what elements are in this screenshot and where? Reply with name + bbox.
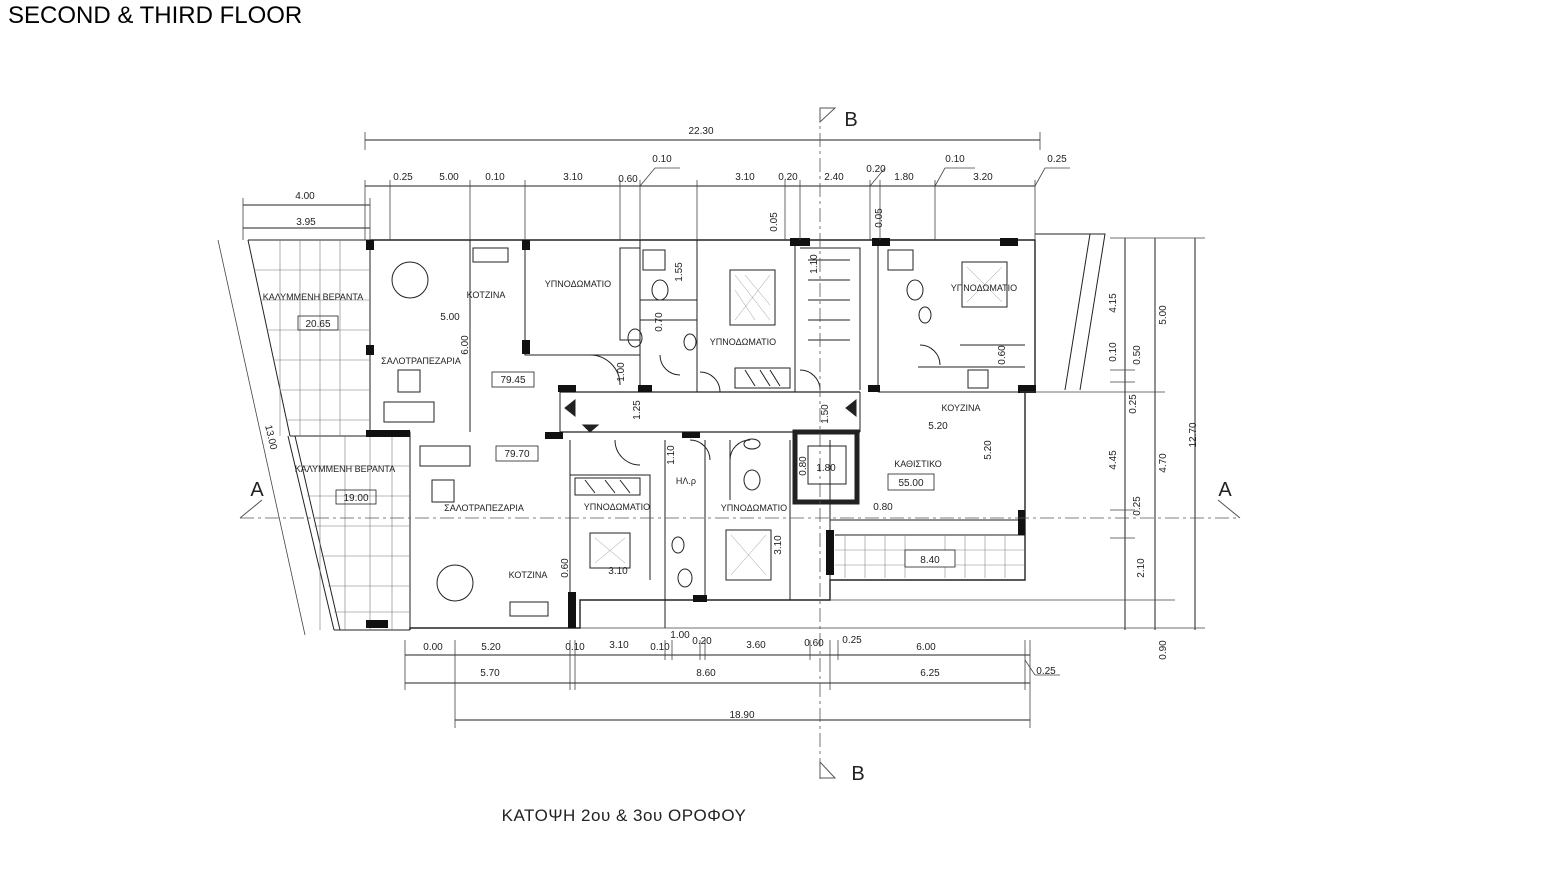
dim-label: 0.60 <box>618 174 638 185</box>
room-label: ΥΠΝΟΔΩΜΑΤΙΟ <box>545 279 611 289</box>
dim-label: 13.00 <box>262 424 278 451</box>
dim-label: 0.80 <box>798 456 809 476</box>
section-marker-a-right: A <box>1218 479 1232 501</box>
dim-label: 4.45 <box>1108 450 1119 470</box>
dim-label: 0.60 <box>560 558 571 578</box>
area-label: 55.00 <box>898 478 923 489</box>
dim-label: 5.00 <box>439 172 459 183</box>
dim-label: 0.05 <box>874 208 885 228</box>
dim-label: 1.10 <box>666 445 677 465</box>
dim-total-bottom: 18.90 <box>729 710 754 721</box>
dim-label: 5.00 <box>1158 305 1169 325</box>
section-marker-b-bottom: B <box>851 763 864 785</box>
room-label: ΚΟΥΖΙΝΑ <box>942 403 981 413</box>
dim-label: 0.25 <box>1128 394 1139 414</box>
dim-label: 0.10 <box>945 154 965 165</box>
dim-label: 0.25 <box>842 635 862 646</box>
dim-label: 5.70 <box>480 668 500 679</box>
dim-label: 6.00 <box>916 642 936 653</box>
dim-label: 0.10 <box>485 172 505 183</box>
dim-label: 0.25 <box>1132 496 1143 516</box>
dim-label: 3.10 <box>608 566 628 577</box>
dim-label: 0.20 <box>778 172 798 183</box>
dim-label: 1.55 <box>674 262 685 282</box>
room-label: ΚΟΤΖΙΝΑ <box>467 290 506 300</box>
dim-label: 5.20 <box>928 421 948 432</box>
dim-label: 0.00 <box>423 642 443 653</box>
dim-label: 0.60 <box>804 638 824 649</box>
dim-label: 3.10 <box>773 535 784 555</box>
dim-label: 0.10 <box>650 642 670 653</box>
dim-label: 3.10 <box>609 640 629 651</box>
area-label: 19.00 <box>343 493 368 504</box>
dim-label: 3.10 <box>563 172 583 183</box>
dimension-labels: 22.30 0.25 5.00 0.10 3.10 0.60 3.10 0.20… <box>262 126 1199 721</box>
dim-label: 2.40 <box>824 172 844 183</box>
dim-label: 0.70 <box>654 312 665 332</box>
dim-label: 5.20 <box>481 642 501 653</box>
room-label: ΥΠΝΟΔΩΜΑΤΙΟ <box>710 337 776 347</box>
lift-label: 1.80 <box>816 463 836 474</box>
room-label: ΗΛ.ρ <box>676 476 696 486</box>
dim-label: 1.00 <box>616 362 627 382</box>
dim-label: 8.60 <box>696 668 716 679</box>
room-labels: ΚΑΛΥΜΜΕΝΗ ΒΕΡΑΝΤΑ 20.65 ΚΑΛΥΜΜΕΝΗ ΒΕΡΑΝΤ… <box>263 279 1017 580</box>
room-label: ΚΟΤΖΙΝΑ <box>509 570 548 580</box>
dim-label: 1.10 <box>809 254 820 274</box>
room-label: ΥΠΝΟΔΩΜΑΤΙΟ <box>721 503 787 513</box>
dim-label: 3.20 <box>973 172 993 183</box>
dim-label: 1.80 <box>894 172 914 183</box>
dim-label: 0.90 <box>1158 640 1169 660</box>
plan-caption: ΚΑΤΟΨΗ 2ου & 3ου ΟΡΟΦΟΥ <box>502 806 747 825</box>
room-label: ΚΑΛΥΜΜΕΝΗ ΒΕΡΑΝΤΑ <box>295 464 396 474</box>
dim-label: 0.05 <box>769 212 780 232</box>
dim-label: 0.50 <box>1132 345 1143 365</box>
dim-label: 0.60 <box>997 345 1008 365</box>
room-label: ΚΑΛΥΜΜΕΝΗ ΒΕΡΑΝΤΑ <box>263 292 364 302</box>
dim-label: 1.00 <box>670 630 690 641</box>
dim-label: 5.20 <box>983 440 994 460</box>
dim-label: 3.10 <box>735 172 755 183</box>
dim-label: 3.60 <box>746 640 766 651</box>
dim-label: 6.00 <box>460 335 471 355</box>
dim-label: 4.15 <box>1108 293 1119 313</box>
section-markers: A A B B <box>250 109 1232 785</box>
area-label: 79.45 <box>500 375 525 386</box>
dim-label: 3.95 <box>296 217 316 228</box>
room-label: ΣΑΛΟΤΡΑΠΕΖΑΡΙΑ <box>381 356 461 366</box>
dim-label: 0.20 <box>866 164 886 175</box>
dim-label: 4.70 <box>1158 453 1169 473</box>
section-marker-a-left: A <box>250 479 264 501</box>
dim-label: 1.25 <box>632 400 643 420</box>
dim-label: 6.25 <box>920 668 940 679</box>
dim-total-right: 12.70 <box>1188 422 1199 447</box>
dim-total-top: 22.30 <box>688 126 713 137</box>
area-label: 20.65 <box>305 319 330 330</box>
room-label: ΥΠΝΟΔΩΜΑΤΙΟ <box>951 283 1017 293</box>
dim-label: 0.10 <box>1108 342 1119 362</box>
page-title: SECOND & THIRD FLOOR <box>8 2 303 29</box>
room-label: ΥΠΝΟΔΩΜΑΤΙΟ <box>584 502 650 512</box>
dim-label: 4.00 <box>295 191 315 202</box>
area-label: 79.70 <box>504 449 529 460</box>
dim-label: 0.25 <box>1047 154 1067 165</box>
dim-label: 0.25 <box>393 172 413 183</box>
dim-label: 0.10 <box>652 154 672 165</box>
dim-label: 0.80 <box>873 502 893 513</box>
dim-label: 0.20 <box>692 636 712 647</box>
area-label: 8.40 <box>920 555 940 566</box>
dim-label: 2.10 <box>1136 558 1147 578</box>
dim-label: 0.25 <box>1036 666 1056 677</box>
room-label: ΚΑΘΙΣΤΙΚΟ <box>894 459 942 469</box>
dim-label: 0.10 <box>565 642 585 653</box>
section-marker-b-top: B <box>844 109 857 131</box>
room-label: ΣΑΛΟΤΡΑΠΕΖΑΡΙΑ <box>444 503 524 513</box>
dim-label: 5.00 <box>440 312 460 323</box>
plan-lines <box>217 107 1241 780</box>
dim-label: 1.50 <box>820 404 831 424</box>
